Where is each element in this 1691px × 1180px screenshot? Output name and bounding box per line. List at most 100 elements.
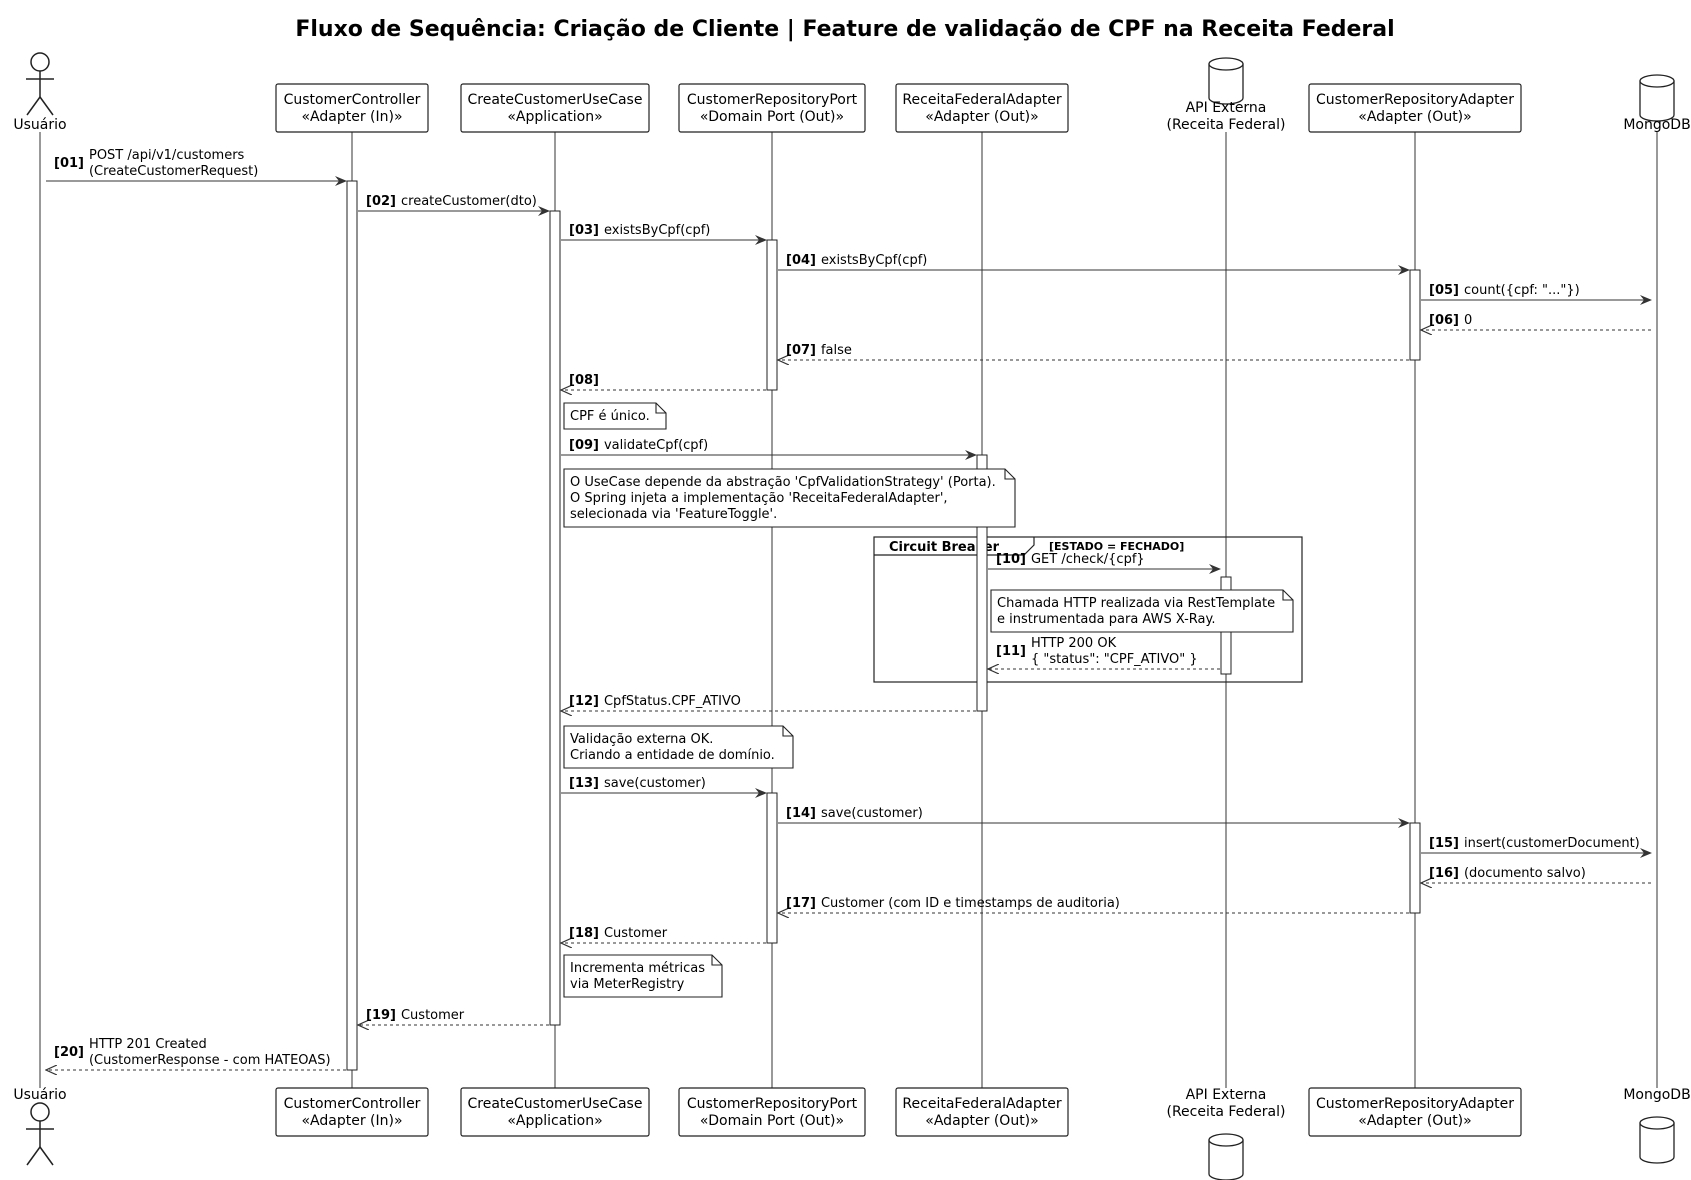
- participants: UsuárioUsuárioCustomerController«Adapter…: [13, 52, 1691, 1180]
- frame-tab: [874, 537, 1035, 556]
- message-number: [02]: [366, 194, 396, 209]
- activation-rfa: [976, 454, 988, 712]
- participant-label: MongoDB: [1623, 117, 1690, 133]
- message-18: [18]Customer: [561, 926, 766, 943]
- message-number: [01]: [54, 156, 84, 171]
- note-validation-ok: Validação externa OK.Criando a entidade …: [563, 725, 794, 769]
- message-number: [18]: [569, 926, 599, 941]
- message-label: 0: [1464, 313, 1472, 328]
- circuit-breaker-frame: Circuit Breaker[ESTADO = FECHADO]: [873, 536, 1303, 683]
- message-number: [05]: [1429, 283, 1459, 298]
- note-line: O Spring injeta a implementação 'Receita…: [570, 491, 948, 506]
- note-line: e instrumentada para AWS X-Ray.: [997, 612, 1215, 627]
- note-line: CPF é único.: [570, 409, 650, 424]
- participant-name: CustomerController: [284, 92, 421, 108]
- participant-user-bottom: Usuário: [13, 1087, 67, 1166]
- message-number: [14]: [786, 806, 816, 821]
- participant-stereotype: «Application»: [507, 1113, 602, 1129]
- message-label: save(customer): [821, 806, 923, 821]
- participant-stereotype: «Application»: [507, 109, 602, 125]
- message-label: Customer: [401, 1008, 465, 1023]
- message-label: GET /check/{cpf}: [1031, 552, 1145, 567]
- note-line: O UseCase depende da abstração 'CpfValid…: [570, 475, 996, 490]
- message-14: [14] save(customer): [778, 806, 1410, 828]
- actor-icon: [26, 1102, 54, 1166]
- database-icon: [1639, 1116, 1675, 1164]
- activation-port: [766, 792, 778, 944]
- message-number: [15]: [1429, 836, 1459, 851]
- participant-name: CustomerRepositoryPort: [687, 1096, 858, 1112]
- message-number: [16]: [1429, 866, 1459, 881]
- message-number: [09]: [569, 438, 599, 453]
- frame-border: [873, 536, 1303, 683]
- message-number: [17]: [786, 896, 816, 911]
- message-2: [02] createCustomer(dto): [358, 194, 550, 216]
- database-icon: [1208, 57, 1244, 105]
- database-icon: [1639, 74, 1675, 122]
- participant-stereotype: «Adapter (In)»: [301, 1113, 402, 1129]
- message-label: CpfStatus.CPF_ATIVO: [604, 694, 741, 709]
- message-15: [15]insert(customerDocument): [1421, 836, 1652, 858]
- participant-label: (Receita Federal): [1167, 1104, 1286, 1120]
- activation-repo: [1409, 822, 1421, 914]
- message-16: [16] (documento salvo): [1421, 866, 1651, 883]
- participant-name: CreateCustomerUseCase: [468, 1096, 643, 1112]
- participant-name: CustomerController: [284, 1096, 421, 1112]
- message-label: HTTP 201 Created: [89, 1037, 207, 1052]
- participant-label: Usuário: [13, 1087, 66, 1103]
- participant-label: API Externa: [1186, 100, 1267, 116]
- note-line: selecionada via 'FeatureToggle'.: [570, 507, 777, 522]
- participant-api-bottom: API Externa(Receita Federal): [1167, 1087, 1286, 1180]
- participant-name: ReceitaFederalAdapter: [902, 1096, 1061, 1112]
- participant-uc-top: CreateCustomerUseCase«Application»: [460, 83, 650, 133]
- message-number: [20]: [54, 1045, 84, 1060]
- note-line: Validação externa OK.: [570, 732, 713, 747]
- participant-name: CustomerRepositoryPort: [687, 92, 858, 108]
- participant-stereotype: «Domain Port (Out)»: [700, 1113, 844, 1129]
- participant-uc-bottom: CreateCustomerUseCase«Application»: [460, 1087, 650, 1137]
- message-label: (documento salvo): [1464, 866, 1586, 881]
- message-17: [17] Customer (com ID e timestamps de aud…: [778, 896, 1409, 913]
- note-cpf-unique: CPF é único.: [563, 402, 667, 430]
- participant-label: (Receita Federal): [1167, 117, 1286, 133]
- participant-rfa-top: ReceitaFederalAdapter«Adapter (Out)»: [895, 83, 1069, 133]
- participant-repo-top: CustomerRepositoryAdapter«Adapter (Out)»: [1308, 83, 1522, 133]
- message-12: [12] CpfStatus.CPF_ATIVO: [561, 694, 976, 711]
- participant-label: API Externa: [1186, 1087, 1267, 1103]
- participant-stereotype: «Adapter (Out)»: [1358, 1113, 1471, 1129]
- messages: [01]POST /api/v1/customers(CreateCustome…: [46, 148, 1652, 1070]
- actor-icon: [26, 52, 54, 116]
- activation-port: [766, 239, 778, 391]
- message-9: [09]validateCpf(cpf): [561, 438, 977, 460]
- message-label: save(customer): [604, 776, 706, 791]
- frame-title: Circuit Breaker: [889, 540, 1000, 555]
- participant-ctrl-bottom: CustomerController«Adapter (In)»: [275, 1087, 429, 1137]
- participant-repo-bottom: CustomerRepositoryAdapter«Adapter (Out)»: [1308, 1087, 1522, 1137]
- message-6: [06] 0: [1421, 313, 1651, 330]
- message-label: createCustomer(dto): [401, 194, 537, 209]
- notes: CPF é único. O UseCase depende da abstraç…: [563, 402, 1294, 998]
- participant-ctrl-top: CustomerController«Adapter (In)»: [275, 83, 429, 133]
- participant-rfa-bottom: ReceitaFederalAdapter«Adapter (Out)»: [895, 1087, 1069, 1137]
- participant-label: Usuário: [13, 117, 66, 133]
- message-label: { "status": "CPF_ATIVO" }: [1031, 652, 1198, 667]
- message-1: [01]POST /api/v1/customers(CreateCustome…: [46, 148, 347, 186]
- message-number: [12]: [569, 694, 599, 709]
- participant-name: CustomerRepositoryAdapter: [1316, 92, 1514, 108]
- participant-api-top: API Externa(Receita Federal): [1167, 57, 1286, 133]
- message-number: [06]: [1429, 313, 1459, 328]
- participant-name: CustomerRepositoryAdapter: [1316, 1096, 1514, 1112]
- message-number: [11]: [996, 644, 1026, 659]
- message-label: Customer (com ID e timestamps de auditor…: [821, 896, 1120, 911]
- activation-repo: [1409, 269, 1421, 361]
- message-label: false: [821, 343, 852, 358]
- message-number: [19]: [366, 1008, 396, 1023]
- message-label: (CreateCustomerRequest): [89, 164, 258, 179]
- message-3: [03]existsByCpf(cpf): [561, 223, 767, 245]
- message-label: (CustomerResponse - com HATEOAS): [89, 1053, 331, 1068]
- message-4: [04]existsByCpf(cpf): [778, 253, 1410, 275]
- message-label: HTTP 200 OK: [1031, 636, 1117, 651]
- message-label: existsByCpf(cpf): [604, 223, 710, 238]
- note-http: Chamada HTTP realizada via RestTemplatee…: [990, 589, 1294, 633]
